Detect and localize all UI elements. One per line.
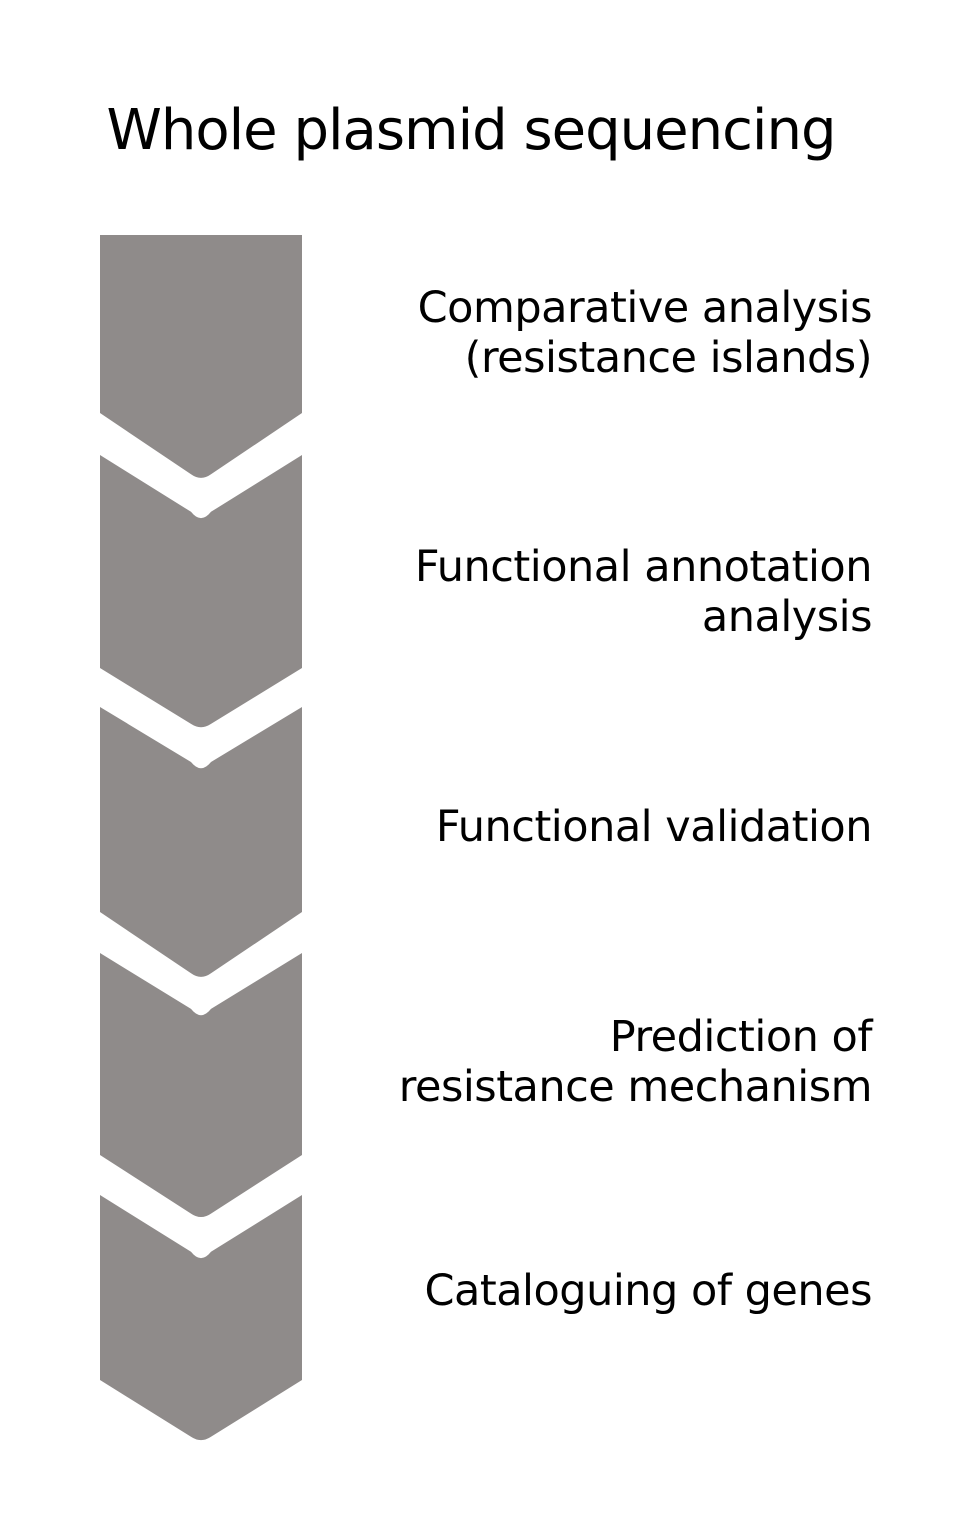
- process-flow-arrow: [100, 235, 302, 1441]
- step-label-line: Comparative analysis: [417, 283, 873, 333]
- step-label-line: Prediction of: [609, 1012, 873, 1062]
- chevron-step-2: [100, 455, 302, 728]
- step-label-line: Cataloguing of genes: [424, 1266, 872, 1316]
- chevron-step-5: [100, 1195, 302, 1441]
- step-label-3: Functional validation: [435, 802, 873, 852]
- page-title: Whole plasmid sequencing: [106, 98, 837, 163]
- step-label-line: Functional validation: [435, 802, 873, 852]
- chevron-step-3: [100, 707, 302, 977]
- step-label-2: Functional annotation analysis: [414, 542, 873, 642]
- step-label-line: (resistance islands): [464, 333, 873, 383]
- step-label-5: Cataloguing of genes: [424, 1266, 872, 1316]
- step-label-line: Functional annotation: [414, 542, 873, 592]
- step-label-1: Comparative analysis (resistance islands…: [417, 283, 873, 383]
- step-label-4: Prediction of resistance mechanism: [398, 1012, 873, 1112]
- step-label-line: analysis: [701, 592, 873, 642]
- step-label-line: resistance mechanism: [398, 1062, 873, 1112]
- chevron-step-1: [100, 235, 302, 478]
- chevron-step-4: [100, 953, 302, 1218]
